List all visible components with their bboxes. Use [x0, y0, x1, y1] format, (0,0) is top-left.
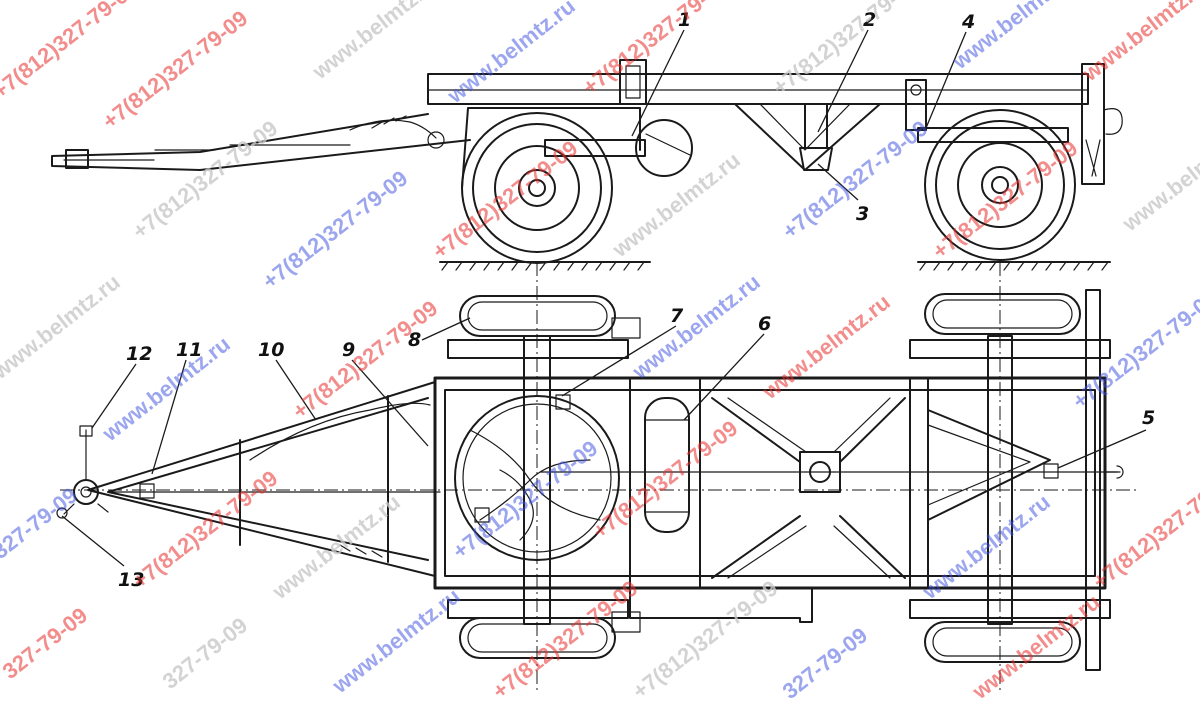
watermark-phone: +7(812)327-79-09: [0, 0, 142, 104]
watermark-phone: +7(812)327-79-09: [628, 575, 783, 701]
rear-wheel-side: [917, 109, 1076, 261]
watermark-site: www.belmtz.ru: [327, 583, 465, 698]
svg-text:11: 11: [176, 339, 202, 361]
callout-8: 8: [408, 317, 471, 351]
svg-text:2: 2: [863, 9, 876, 31]
svg-text:8: 8: [408, 329, 421, 351]
watermark-site: www.belmtz.ru: [442, 0, 580, 109]
callout-7: 7: [561, 305, 684, 397]
watermark-site: www.belmtz.ru: [607, 147, 745, 262]
watermark-site: www.belmtz.ru: [267, 489, 405, 604]
support-leg: [799, 103, 833, 171]
watermark-phone: +7(812)327-79-09: [128, 115, 283, 244]
watermark-phone-fragment: 327-79-09: [0, 602, 92, 683]
callout-5: 5: [1057, 407, 1155, 469]
svg-text:5: 5: [1142, 407, 1155, 429]
rear-tire-bottom: [924, 621, 1081, 663]
watermark-site: www.belmtz.ru: [627, 269, 765, 384]
svg-text:1: 1: [678, 9, 691, 31]
side-drawbar: [51, 113, 471, 171]
watermark-phone: +7(812)327-79-09: [488, 575, 643, 701]
towing-eye: [56, 425, 109, 519]
watermark-phone: +7(812)327-79-09: [448, 435, 603, 564]
svg-text:6: 6: [758, 313, 771, 335]
callouts: 1 2 3 4 5 6 7 8: [61, 9, 1155, 591]
side-frame: [427, 63, 1123, 185]
svg-text:9: 9: [342, 339, 355, 361]
air-tank: [644, 397, 690, 533]
side-view: [51, 59, 1123, 271]
svg-text:12: 12: [126, 343, 152, 365]
watermark-phone: +7(812)327-79-09: [928, 135, 1083, 264]
callout-2: 2: [817, 9, 876, 133]
callout-11: 11: [151, 339, 202, 475]
callout-13: 13: [61, 515, 144, 591]
watermark-phone: +7(812)327-79-09: [98, 5, 253, 134]
top-view: [56, 262, 1140, 690]
callout-4: 4: [925, 11, 975, 129]
watermark-site: www.belmtz.ru: [1077, 0, 1200, 87]
svg-text:3: 3: [856, 203, 869, 225]
callout-6: 6: [683, 313, 771, 421]
watermark-phone-fragment: 327-79-09: [778, 622, 872, 701]
watermark-phone: +7(812)327-79-09: [578, 0, 733, 100]
watermark-site: www.belmtz.ru: [757, 289, 895, 404]
front-axle: [447, 317, 641, 633]
watermark-phone: +7(812)327-79-09: [768, 0, 923, 100]
rear-coupling: [1104, 465, 1124, 479]
callout-9: 9: [342, 339, 429, 447]
turntable: [454, 394, 620, 561]
spring-hanger-4: [905, 79, 927, 131]
svg-text:7: 7: [670, 305, 684, 327]
side-spare-wheel: [635, 119, 693, 177]
watermark-phone: +7(812)327-79-09: [1068, 285, 1200, 414]
watermark-site: www.belmtz.ru: [307, 0, 445, 85]
front-wheel-side: [461, 107, 646, 264]
watermark-phone: +7(812)327-79-09: [428, 135, 583, 264]
callout-3: 3: [817, 163, 869, 225]
watermark-phone: +7(812)327-79-09: [258, 165, 413, 294]
svg-text:10: 10: [258, 339, 284, 361]
svg-text:13: 13: [118, 569, 144, 591]
watermark-site: www.belmtz.ru: [0, 269, 125, 384]
watermark-phone-fragment: 327-79-09: [158, 612, 252, 693]
callout-1: 1: [631, 9, 691, 137]
callout-10: 10: [258, 339, 317, 421]
spring-hanger-1: [619, 59, 647, 105]
watermark-site: www.belmtz.ru: [1117, 121, 1200, 236]
watermark-phone: +7(812)327-79-09: [128, 465, 283, 594]
svg-text:4: 4: [961, 11, 975, 33]
plan-drawbar: [87, 381, 441, 577]
rear-tire-top: [924, 293, 1081, 335]
watermark-phone-fragment: 327-79-09: [0, 482, 82, 563]
ground-rear: [917, 261, 1111, 271]
callout-12: 12: [91, 343, 152, 429]
